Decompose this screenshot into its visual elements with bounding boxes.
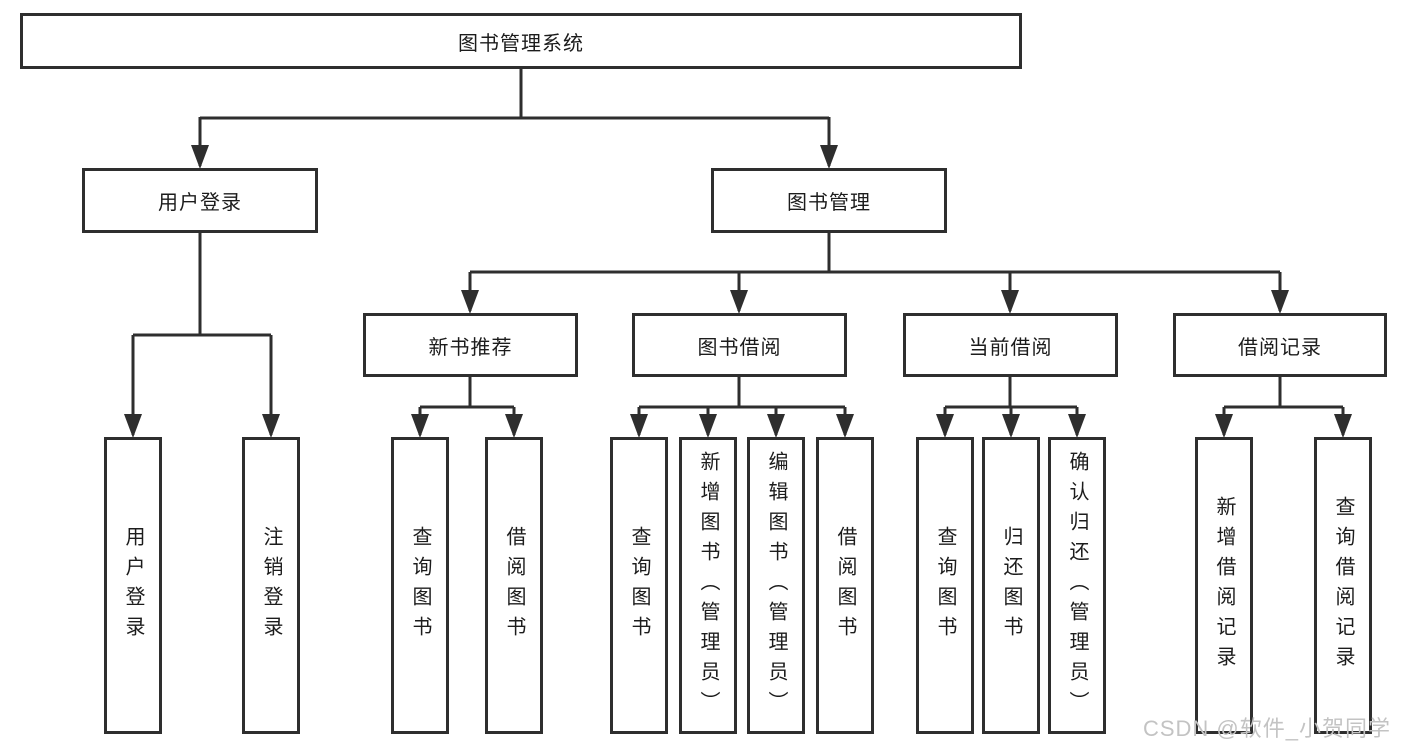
node-cur-query-books: 查询图书 xyxy=(916,437,974,734)
node-cur-confirm-return-admin-label: 确认归还（管理员） xyxy=(1066,450,1088,721)
node-borrowing-records-label: 借阅记录 xyxy=(1238,336,1322,359)
node-library-system: 图书管理系统 xyxy=(20,13,1022,69)
node-user-login-leaf-label: 用户登录 xyxy=(122,525,144,646)
node-user-login-leaf: 用户登录 xyxy=(104,437,162,734)
node-bb-query-books-label: 查询图书 xyxy=(628,525,650,646)
node-bb-edit-books-admin: 编辑图书（管理员） xyxy=(747,437,805,734)
node-rec-add-record: 新增借阅记录 xyxy=(1195,437,1253,734)
node-borrowing-records: 借阅记录 xyxy=(1173,313,1387,377)
node-cur-query-books-label: 查询图书 xyxy=(934,525,956,646)
watermark: CSDN @软件_小贺同学 xyxy=(1142,716,1391,741)
node-nb-query-books-label: 查询图书 xyxy=(409,525,431,646)
node-cur-return-books-label: 归还图书 xyxy=(1000,525,1022,646)
node-logout: 注销登录 xyxy=(242,437,300,734)
node-logout-label: 注销登录 xyxy=(260,525,282,646)
node-nb-query-books: 查询图书 xyxy=(391,437,449,734)
node-rec-query-record-label: 查询借阅记录 xyxy=(1332,495,1354,676)
node-bb-borrow-books-label: 借阅图书 xyxy=(834,525,856,646)
node-new-book-recommend-label: 新书推荐 xyxy=(428,336,513,359)
node-rec-add-record-label: 新增借阅记录 xyxy=(1213,495,1235,676)
node-book-management: 图书管理 xyxy=(711,168,947,233)
node-user-login-branch-label: 用户登录 xyxy=(158,192,242,214)
node-cur-return-books: 归还图书 xyxy=(982,437,1040,734)
node-current-borrowing-label: 当前借阅 xyxy=(968,336,1053,359)
node-user-login-branch: 用户登录 xyxy=(82,168,318,233)
node-nb-borrow-books: 借阅图书 xyxy=(485,437,543,734)
node-new-book-recommend: 新书推荐 xyxy=(363,313,578,377)
node-bb-borrow-books: 借阅图书 xyxy=(816,437,874,734)
node-book-borrowing: 图书借阅 xyxy=(632,313,847,377)
node-cur-confirm-return-admin: 确认归还（管理员） xyxy=(1048,437,1106,734)
node-bb-query-books: 查询图书 xyxy=(610,437,668,734)
node-bb-add-books-admin-label: 新增图书（管理员） xyxy=(697,450,719,721)
node-bb-edit-books-admin-label: 编辑图书（管理员） xyxy=(765,450,787,721)
node-book-borrowing-label: 图书借阅 xyxy=(697,336,782,359)
node-bb-add-books-admin: 新增图书（管理员） xyxy=(679,437,737,734)
node-current-borrowing: 当前借阅 xyxy=(903,313,1118,377)
node-nb-borrow-books-label: 借阅图书 xyxy=(503,525,525,646)
node-library-system-label: 图书管理系统 xyxy=(458,32,584,55)
node-rec-query-record: 查询借阅记录 xyxy=(1314,437,1372,734)
node-book-management-label: 图书管理 xyxy=(787,192,871,214)
